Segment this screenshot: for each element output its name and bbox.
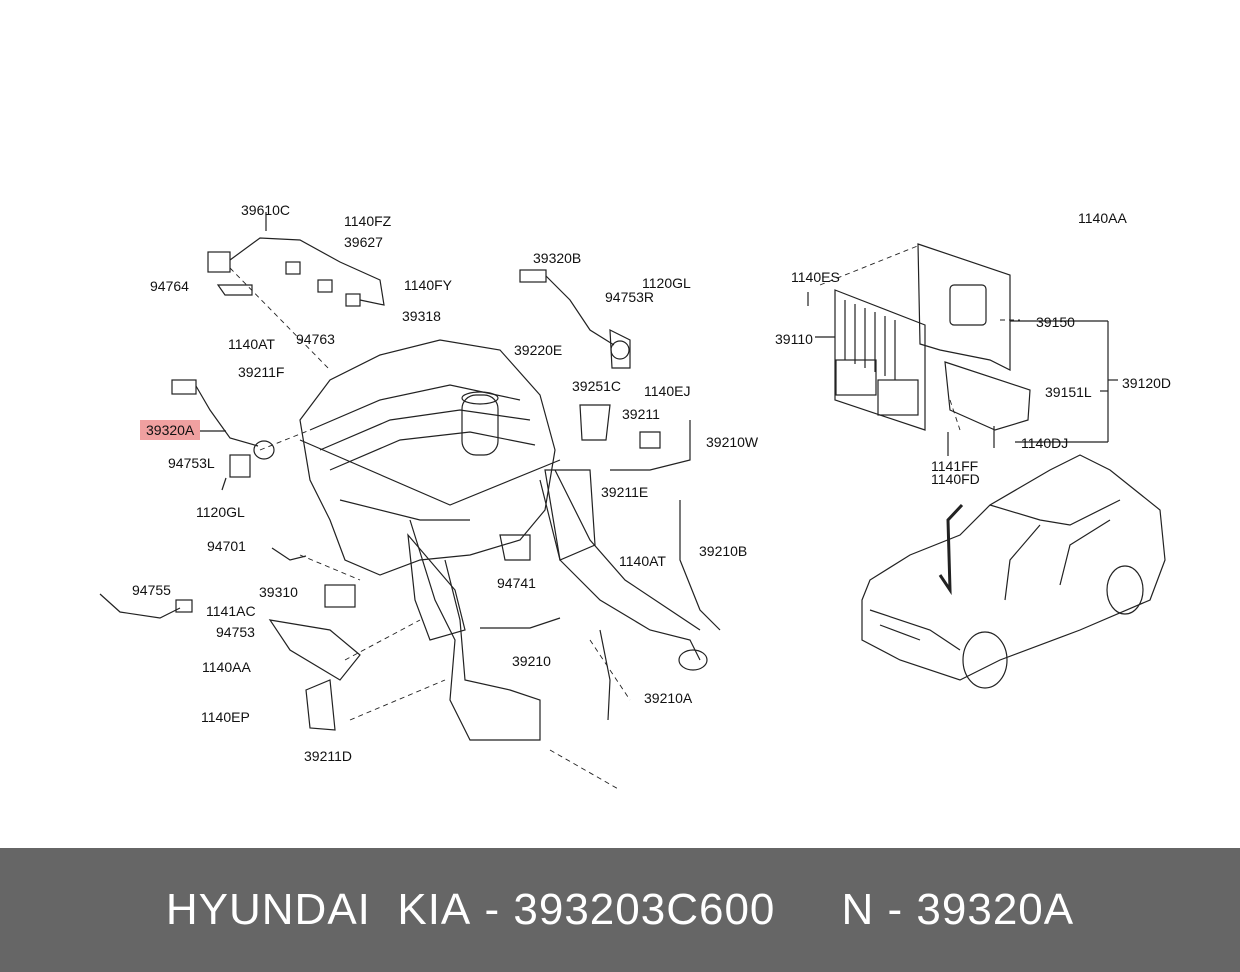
ref-prefix: N [841,885,875,934]
part-label-1140EP: 1140EP [201,709,250,725]
part-label-39210A: 39210A [644,690,693,706]
ref-number: 39320A [916,885,1075,934]
diagram-drawing [99,212,1166,791]
part-label-39120D: 39120D [1122,375,1172,391]
sensor-39320B [519,269,630,360]
part-label-39210B: 39210B [699,543,748,559]
misc-parts [99,329,721,731]
footer-bar: HYUNDAI KIA - 393203C600 N - 39320A [0,848,1240,972]
part-label-1140FZ: 1140FZ [344,213,392,229]
part-label-39251C: 39251C [572,378,622,394]
part-label-1141AC: 1141AC [206,603,256,619]
part-label-39627: 39627 [344,234,383,250]
part-label-94701: 94701 [207,538,246,554]
harness-39610C [207,212,385,307]
brand-text: HYUNDAI KIA [165,885,472,934]
gap [775,885,841,935]
vehicle-drawing [861,454,1166,689]
part-label-39220E: 39220E [514,342,563,358]
separator-2: - [874,885,917,934]
part-label-1120GL-bottom: 1120GL [196,504,245,520]
knock-sensor-39320A [171,379,275,460]
part-number-caption: HYUNDAI KIA - 393203C600 N - 39320A [0,848,1240,972]
engine-drawing [299,339,708,741]
part-label-94764: 94764 [150,278,189,294]
part-label-39310: 39310 [259,584,298,600]
part-label-94755: 94755 [132,582,171,598]
part-label-1140FY: 1140FY [404,277,452,293]
part-label-1140EJ: 1140EJ [644,383,691,399]
part-label-1140AA-right: 1140AA [1078,210,1127,226]
leader-lines [229,244,1020,791]
part-label-39151L: 39151L [1045,384,1092,400]
part-label-94753L: 94753L [168,455,215,471]
part-label-39210: 39210 [512,653,551,669]
part-label-1140FD: 1140FD [931,471,980,487]
part-label-39211D: 39211D [304,748,353,764]
part-number: 393203C600 [513,885,776,934]
part-label-1120GL-top: 1120GL [642,275,691,291]
parts-diagram: 39610C 1140FZ 39627 94764 1140FY 39320B … [99,202,1172,791]
part-label-1140DJ: 1140DJ [1021,435,1069,451]
part-label-39150: 39150 [1036,314,1075,330]
part-label-39211E: 39211E [601,484,649,500]
part-label-94753R: 94753R [605,289,655,305]
part-label-39318: 39318 [402,308,441,324]
part-label-39110: 39110 [775,331,813,347]
part-label-94763: 94763 [296,331,335,347]
part-label-1140ES: 1140ES [791,269,840,285]
separator: - [471,885,514,934]
part-label-1140AA-left: 1140AA [202,659,251,675]
part-label-1141FF: 1141FF [931,458,979,474]
part-label-39320A-highlighted[interactable]: 39320A [140,420,201,440]
part-label-94741: 94741 [497,575,536,591]
part-label-1140AT-bottom: 1140AT [619,553,666,569]
part-label-94753: 94753 [216,624,255,640]
ecu-drawing [807,243,1118,456]
part-label-39320B: 39320B [533,250,582,266]
part-label-39211: 39211 [622,406,660,422]
part-label-39210W: 39210W [706,434,759,450]
part-label-39610C: 39610C [241,202,291,218]
part-label-1140AT-top: 1140AT [228,336,275,352]
part-label-39211F: 39211F [238,364,285,380]
